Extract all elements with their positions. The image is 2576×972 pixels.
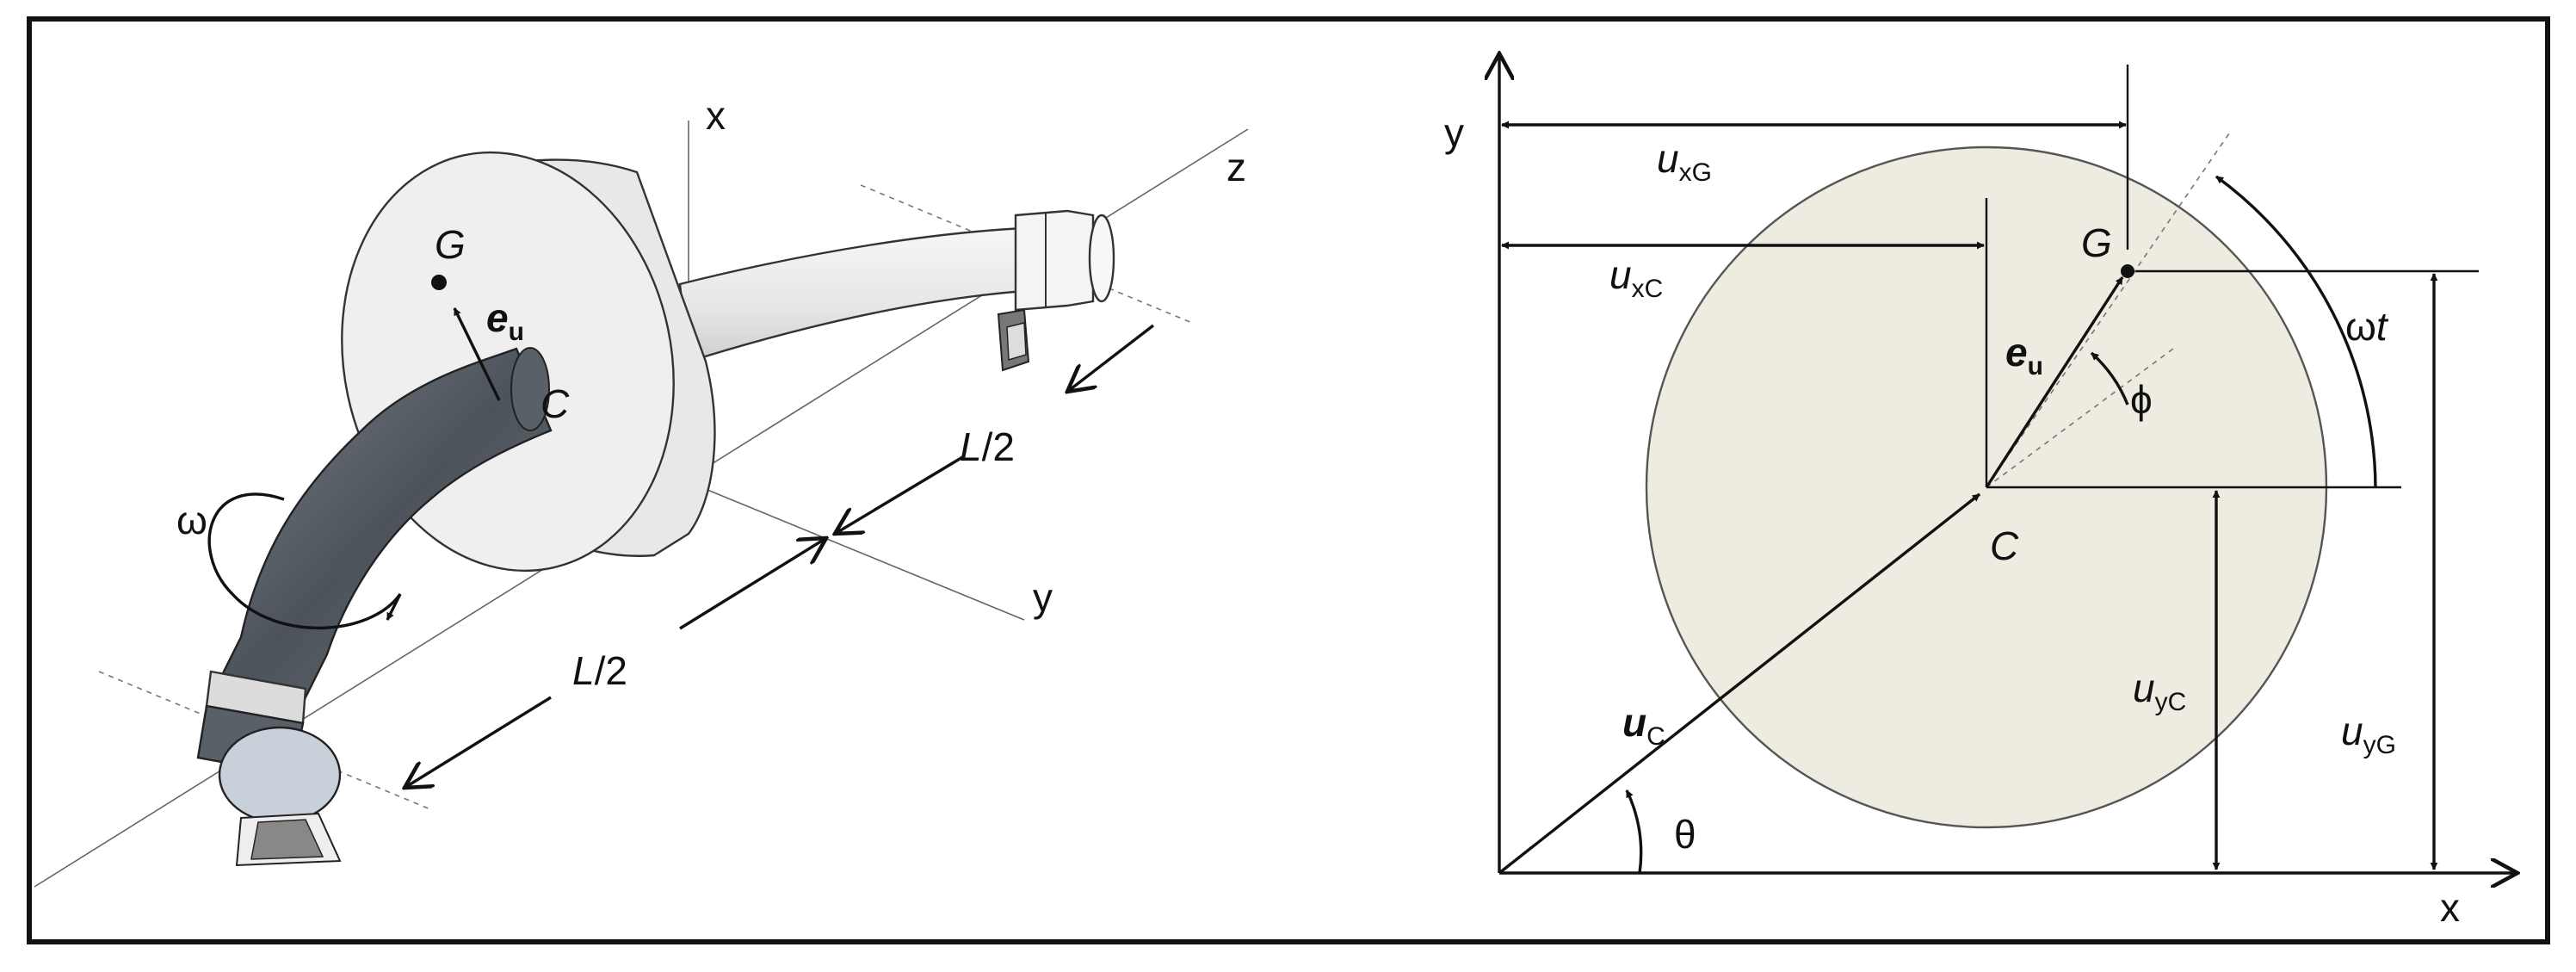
half-length-label-left: L/2	[572, 648, 627, 693]
rotation-angle-label: ωt	[2345, 304, 2389, 349]
point-c-label-3d: C	[541, 381, 570, 426]
point-c-label: C	[1990, 523, 2019, 568]
axis-y-label: y	[1444, 110, 1464, 155]
omega-t-arc	[2215, 175, 2377, 488]
half-length-arrow-left-b	[405, 696, 552, 788]
point-g-dot-2d	[2121, 264, 2134, 278]
axis-x-label: x	[2440, 885, 2460, 930]
uxC-label: uxC	[1609, 252, 1663, 303]
left-shaft-end	[510, 347, 550, 431]
point-g-label: G	[2081, 220, 2112, 265]
y-axis-line	[688, 481, 1025, 621]
right-shaft-end	[1088, 214, 1115, 303]
spin-arrow	[207, 492, 402, 630]
rotor-3d-panel: x z y G C eu ω L/2 L/2	[34, 93, 1249, 888]
axis-z-label: z	[1226, 145, 1246, 189]
position-vector-c	[1498, 492, 1981, 875]
axis-x-label-3d: x	[706, 93, 726, 138]
left-shaft	[213, 347, 553, 708]
position-vector-label: uC	[1622, 700, 1665, 751]
point-g-label-3d: G	[435, 222, 466, 267]
unit-vector-e-u	[1985, 276, 2124, 488]
half-length-arrow-right-b	[835, 455, 965, 534]
phase-angle-label: ϕ	[2130, 377, 2153, 422]
kinematics-2d-panel: y x G C eu ϕ ωt uC θ uxG uxC uyC uyG	[1444, 53, 2517, 930]
uyC-label: uyC	[2133, 666, 2186, 716]
point-g-dot	[431, 275, 447, 290]
uyG-label: uyG	[2341, 709, 2396, 759]
figure-border	[27, 16, 2550, 944]
phi-arc	[2090, 351, 2129, 406]
half-length-arrow-left-a	[679, 538, 826, 630]
half-length-arrow-right-a	[1067, 324, 1155, 392]
theta-arc	[1625, 789, 1643, 874]
right-bearing-sleeve	[1014, 209, 1095, 312]
spin-label: ω	[176, 498, 207, 542]
left-support-face	[250, 819, 324, 860]
right-support-face	[1006, 322, 1027, 361]
phase-ref-dashed	[1986, 348, 2174, 488]
unit-vector-label-3d: eu	[486, 295, 524, 346]
unit-vector-label: eu	[2005, 330, 2043, 381]
axis-y-label-3d: y	[1033, 575, 1053, 620]
uxG-label: uxG	[1657, 136, 1712, 187]
theta-label: θ	[1674, 812, 1696, 857]
left-shaft-face	[218, 726, 342, 824]
half-length-label-right: L/2	[960, 424, 1015, 469]
unit-vector-arrow-3d	[453, 307, 501, 401]
